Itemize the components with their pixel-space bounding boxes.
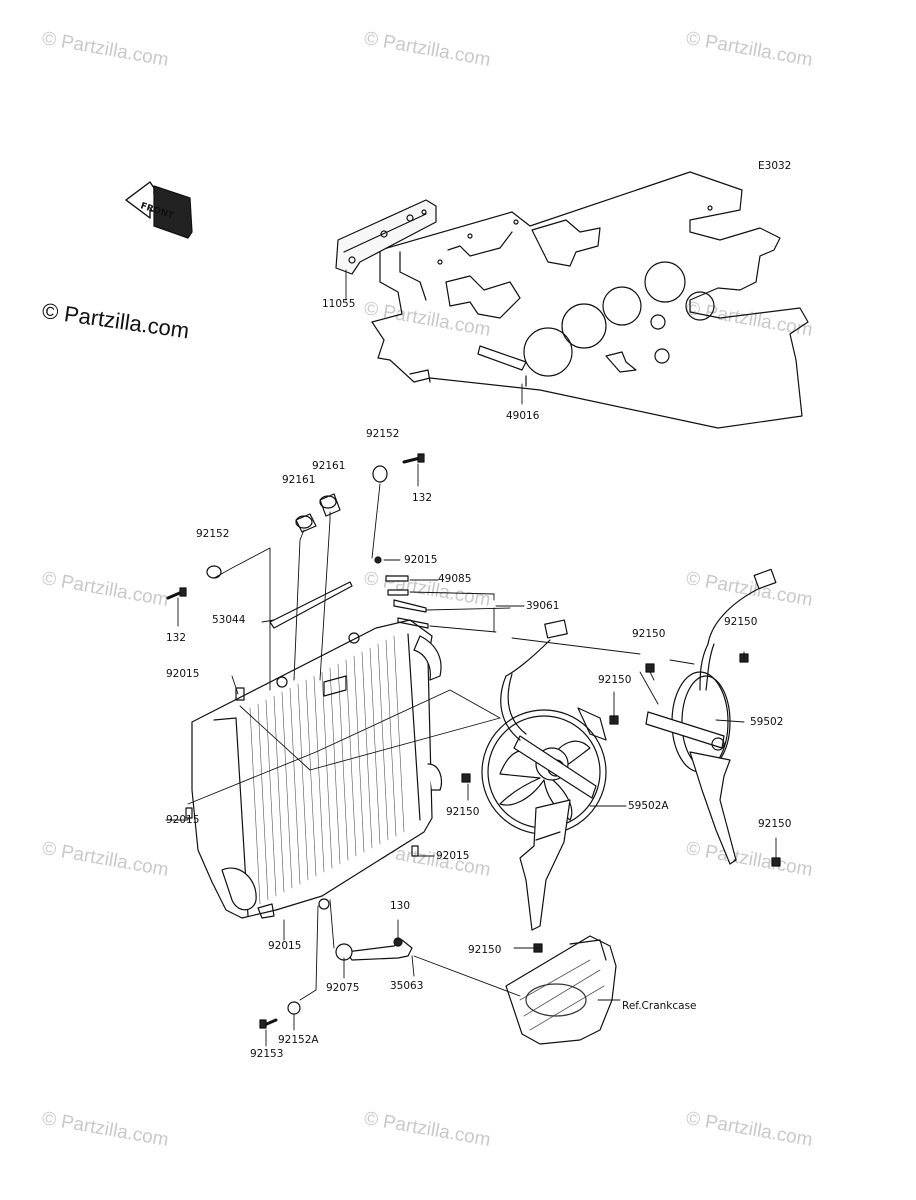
crankcase-reference: [505, 935, 617, 1045]
part-number-label[interactable]: 92015: [166, 668, 200, 680]
part-number-label[interactable]: 92161: [312, 460, 346, 472]
part-number-label[interactable]: 92015: [404, 554, 438, 566]
part-number-label[interactable]: 11055: [322, 298, 356, 310]
hose-fittings: [374, 556, 429, 629]
part-number-label[interactable]: 35063: [390, 980, 424, 992]
grommets: [206, 465, 388, 579]
part-number-label[interactable]: 49085: [438, 573, 472, 585]
fan-bracket: [287, 937, 413, 1015]
leader-lines: [165, 269, 777, 1047]
part-number-label[interactable]: 92015: [268, 940, 302, 952]
part-number-label[interactable]: 92153: [250, 1048, 284, 1060]
part-number-label[interactable]: 59502A: [628, 800, 669, 812]
part-number-label[interactable]: 92150: [632, 628, 666, 640]
front-arrow-icon: FRONT: [125, 181, 193, 239]
part-number-label[interactable]: 39061: [526, 600, 560, 612]
part-number-label[interactable]: 92150: [468, 944, 502, 956]
stay-rod: [269, 581, 353, 629]
part-number-label[interactable]: 92150: [758, 818, 792, 830]
part-number-label[interactable]: 59502: [750, 716, 784, 728]
part-number-label[interactable]: 132: [412, 492, 433, 504]
part-number-label[interactable]: 92015: [166, 814, 200, 826]
cooling-fan-rear: [645, 568, 777, 865]
part-number-label[interactable]: 92152: [196, 528, 230, 540]
bolts: [166, 453, 425, 1029]
part-number-label[interactable]: 130: [390, 900, 411, 912]
diagram-code: E3032: [758, 160, 792, 172]
part-number-label[interactable]: 53044: [212, 614, 246, 626]
part-number-label[interactable]: 92152A: [278, 1034, 319, 1046]
part-number-label[interactable]: 92152: [366, 428, 400, 440]
part-number-label[interactable]: 92150: [598, 674, 632, 686]
bracket-part: [335, 199, 437, 275]
cooling-fan-front: [481, 619, 607, 931]
part-number-label[interactable]: 92015: [436, 850, 470, 862]
part-number-label[interactable]: 92150: [446, 806, 480, 818]
part-number-label[interactable]: 92161: [282, 474, 316, 486]
part-number-label[interactable]: 92150: [724, 616, 758, 628]
part-number-label[interactable]: 132: [166, 632, 187, 644]
heat-insulator-plate: [371, 171, 809, 429]
reference-label: Ref.Crankcase: [622, 1000, 697, 1012]
part-number-label[interactable]: 92075: [326, 982, 360, 994]
part-number-label[interactable]: 49016: [506, 410, 540, 422]
